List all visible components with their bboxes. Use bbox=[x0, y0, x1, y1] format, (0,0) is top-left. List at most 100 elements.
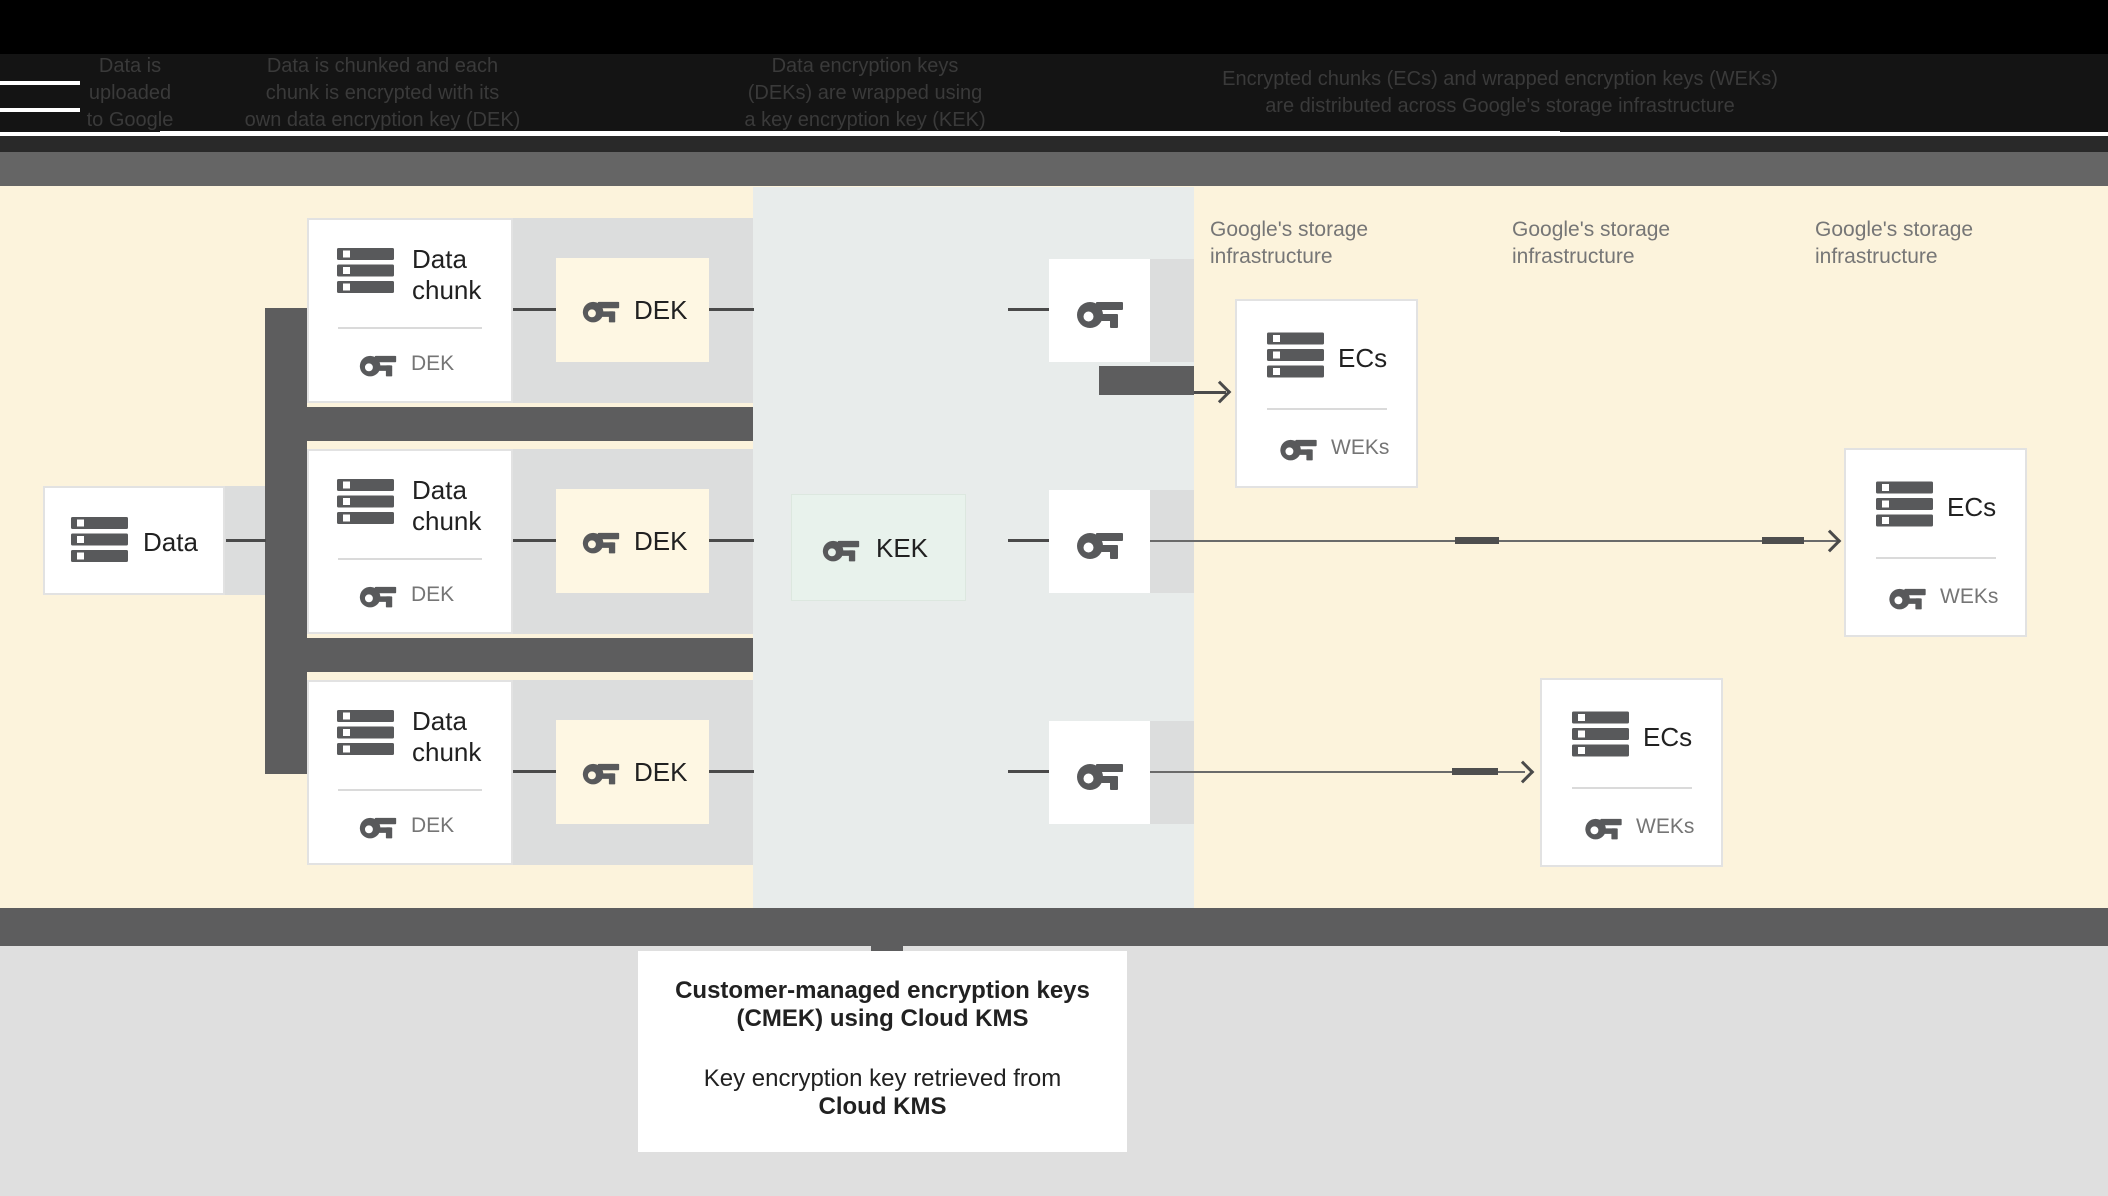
row1-thick-connector bbox=[1099, 366, 1194, 395]
dek-box-label: DEK bbox=[634, 295, 688, 325]
caption-line: a key encryption key (KEK) bbox=[744, 109, 986, 131]
separator-band bbox=[0, 152, 2108, 186]
cmek-info-title-line2: (CMEK) using Cloud KMS bbox=[736, 1005, 1029, 1032]
data-chunk-card: Data chunk DEK bbox=[307, 218, 513, 403]
ecs-key-label: WEKs bbox=[1331, 436, 1390, 459]
cmek-info-body: Key encryption key retrieved from Cloud … bbox=[638, 1065, 1127, 1121]
database-icon bbox=[337, 248, 394, 293]
fanout-trunk bbox=[265, 308, 307, 774]
bottom-band bbox=[0, 908, 2108, 946]
row3-arrow-line bbox=[1150, 771, 1525, 773]
storage-infrastructure-label: Google's storage infrastructure bbox=[1210, 216, 1470, 270]
caption-line: Data is bbox=[98, 55, 162, 77]
caption-distribution: Encrypted chunks (ECs) and wrapped encry… bbox=[1220, 66, 1780, 120]
key-icon bbox=[582, 294, 620, 324]
wrapping-key-box bbox=[1049, 259, 1150, 362]
header-seam-1 bbox=[0, 81, 80, 85]
key-icon bbox=[1076, 292, 1124, 330]
chunk-key-label: DEK bbox=[411, 352, 455, 375]
ecs-card: ECs WEKs bbox=[1844, 448, 2027, 637]
chunk-title: Data chunk bbox=[412, 706, 481, 768]
chunk-title-line1: Data bbox=[412, 475, 467, 505]
data-chunk-card: Data chunk DEK bbox=[307, 680, 513, 865]
kms-callout-tab bbox=[871, 940, 903, 954]
connector-chunk-dek bbox=[513, 308, 557, 311]
cmek-info-body-line2: Cloud KMS bbox=[818, 1093, 947, 1120]
data-box-label: Data bbox=[143, 527, 198, 557]
dek-box: DEK bbox=[556, 258, 709, 362]
card-divider bbox=[1876, 557, 1996, 559]
chunk-title-line2: chunk bbox=[412, 506, 482, 536]
database-icon bbox=[71, 517, 128, 562]
key-icon bbox=[1584, 811, 1623, 841]
header-seam-3 bbox=[160, 131, 1560, 136]
caption-line: own data encryption key (DEK) bbox=[244, 109, 521, 131]
kek-box-label: KEK bbox=[876, 533, 929, 563]
cmek-info-body-line1: Key encryption key retrieved from bbox=[703, 1065, 1062, 1092]
ecs-card: ECs WEKs bbox=[1540, 678, 1723, 867]
caption-line: are distributed across Google's storage … bbox=[1265, 95, 1735, 117]
chunk-key-label: DEK bbox=[411, 814, 455, 837]
key-icon bbox=[359, 810, 397, 840]
caption-line: Encrypted chunks (ECs) and wrapped encry… bbox=[1222, 68, 1778, 90]
wrapping-key-box bbox=[1049, 721, 1150, 824]
key-icon bbox=[582, 756, 620, 786]
data-chunk-card: Data chunk DEK bbox=[307, 449, 513, 634]
connector-dek-kms bbox=[709, 770, 754, 773]
row1-arrow-line bbox=[1194, 391, 1226, 394]
chunk-title-line2: chunk bbox=[412, 275, 482, 305]
ecs-key-label: WEKs bbox=[1636, 815, 1695, 838]
storage-label-line1: Google's storage bbox=[1512, 218, 1671, 241]
chunk-title-line2: chunk bbox=[412, 737, 482, 767]
key-icon bbox=[1888, 581, 1927, 611]
key-icon bbox=[1076, 523, 1124, 561]
cmek-info-box: Customer-managed encryption keys (CMEK) … bbox=[638, 951, 1127, 1152]
caption-wrapping: Data encryption keys (DEKs) are wrapped … bbox=[710, 53, 1020, 134]
storage-label-line2: infrastructure bbox=[1815, 245, 1938, 268]
caption-line: to Google bbox=[86, 109, 174, 131]
data-box: Data bbox=[43, 486, 225, 595]
database-icon bbox=[1267, 332, 1324, 378]
connector-data-trunk bbox=[226, 539, 266, 542]
connector-chunk-dek bbox=[513, 770, 557, 773]
database-icon bbox=[337, 710, 394, 755]
header-seam-2 bbox=[0, 108, 80, 112]
cmek-info-title: Customer-managed encryption keys (CMEK) … bbox=[638, 977, 1127, 1033]
ecs-title: ECs bbox=[1947, 492, 1997, 522]
row2-arrow-dash bbox=[1455, 537, 1499, 544]
key-icon bbox=[1279, 432, 1318, 462]
caption-line: chunk is encrypted with its bbox=[265, 82, 500, 104]
card-divider bbox=[338, 558, 482, 560]
wrapping-key-box bbox=[1049, 490, 1150, 593]
key-icon bbox=[822, 533, 860, 563]
dek-box-label: DEK bbox=[634, 757, 688, 787]
chunk-title-line1: Data bbox=[412, 244, 467, 274]
key-box-strip bbox=[1150, 259, 1194, 362]
storage-infrastructure-label: Google's storage infrastructure bbox=[1815, 216, 2075, 270]
fanout-bar bbox=[265, 407, 753, 441]
row2-arrow-dash bbox=[1762, 537, 1804, 544]
storage-label-line2: infrastructure bbox=[1210, 245, 1333, 268]
storage-label-line1: Google's storage bbox=[1815, 218, 1974, 241]
key-icon bbox=[359, 348, 397, 378]
connector-kms-key bbox=[1008, 770, 1050, 773]
storage-label-line1: Google's storage bbox=[1210, 218, 1369, 241]
card-divider bbox=[338, 789, 482, 791]
storage-label-line2: infrastructure bbox=[1512, 245, 1635, 268]
storage-infrastructure-label: Google's storage infrastructure bbox=[1512, 216, 1772, 270]
ecs-key-label: WEKs bbox=[1940, 585, 1999, 608]
caption-line: Data encryption keys bbox=[771, 55, 959, 77]
connector-dek-kms bbox=[709, 308, 754, 311]
dek-box: DEK bbox=[556, 720, 709, 824]
caption-line: uploaded bbox=[88, 82, 172, 104]
caption-chunking: Data is chunked and each chunk is encryp… bbox=[225, 53, 540, 134]
chunk-title: Data chunk bbox=[412, 244, 481, 306]
caption-line: Data is chunked and each bbox=[266, 55, 499, 77]
connector-chunk-dek bbox=[513, 539, 557, 542]
key-icon bbox=[1076, 754, 1124, 792]
header-rule bbox=[0, 136, 2108, 152]
key-icon bbox=[582, 525, 620, 555]
header-band-top bbox=[0, 0, 2108, 54]
card-divider bbox=[1572, 787, 1692, 789]
